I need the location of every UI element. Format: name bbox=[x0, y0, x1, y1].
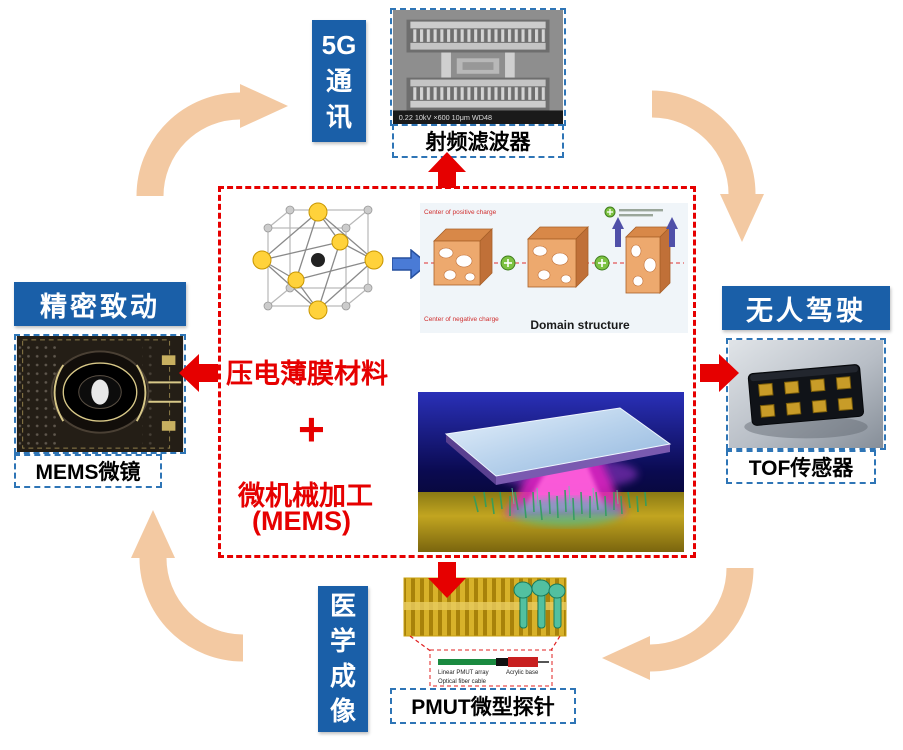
pmut-probe-image: Linear PMUT array Acrylic base Optical f… bbox=[402, 576, 568, 688]
category-medical-line: 成 bbox=[329, 661, 356, 691]
cycle-arrow-bottom-right bbox=[649, 567, 754, 672]
category-5g-line: 讯 bbox=[325, 102, 352, 132]
domain-top-label: Center of positive charge bbox=[424, 209, 497, 216]
cycle-arrowhead-top-left bbox=[240, 84, 288, 128]
material-label: 压电薄膜材料 bbox=[226, 359, 388, 389]
process-label: 微机械加工 bbox=[238, 481, 373, 511]
mems-mirror-label: MEMS微镜 bbox=[14, 454, 162, 488]
mems-mirror-image bbox=[14, 334, 186, 454]
rf-filter-label: 射频滤波器 bbox=[392, 124, 564, 158]
category-medical-line: 像 bbox=[329, 696, 356, 726]
cycle-arrow-top-right bbox=[651, 90, 756, 195]
acrylic-base-label: Acrylic base bbox=[506, 670, 539, 676]
category-5g-line: 5G bbox=[321, 30, 357, 60]
crystal-structure-image bbox=[238, 198, 390, 322]
cycle-arrow-top-left bbox=[136, 92, 241, 197]
cycle-arrowhead-bottom-right bbox=[602, 636, 650, 680]
process-sub-label: (MEMS) bbox=[252, 506, 351, 536]
domain-bottom-label: Center of negative charge bbox=[424, 316, 499, 323]
center-core-box: Center of positive charge Center of nega… bbox=[218, 186, 696, 558]
domain-structure-image: Center of positive charge Center of nega… bbox=[420, 203, 688, 333]
pmut-probe-label: PMUT微型探针 bbox=[390, 688, 576, 724]
category-medical-line: 学 bbox=[329, 626, 356, 656]
fiber-cable-label: Optical fiber cable bbox=[438, 679, 487, 685]
category-5g-box: 5G 通 讯 bbox=[312, 20, 366, 142]
cycle-arrowhead-top-right bbox=[720, 194, 764, 242]
rf-filter-image: 0.22 10kV ×600 10μm WD48 bbox=[390, 8, 566, 126]
category-5g-line: 通 bbox=[325, 66, 352, 96]
plus-sign: + bbox=[298, 403, 325, 455]
cycle-arrow-bottom-left bbox=[139, 557, 244, 662]
category-autonomous-box: 无人驾驶 bbox=[722, 286, 890, 330]
pmut-render-image bbox=[418, 392, 684, 552]
tof-sensor-image bbox=[726, 338, 886, 450]
pmut-array-label: Linear PMUT array bbox=[438, 670, 489, 676]
category-actuation-box: 精密致动 bbox=[14, 282, 186, 326]
domain-caption: Domain structure bbox=[530, 318, 630, 332]
cycle-arrowhead-bottom-left bbox=[131, 510, 175, 558]
blue-right-arrow-icon bbox=[391, 248, 430, 280]
category-medical-box: 医 学 成 像 bbox=[318, 586, 368, 732]
category-medical-line: 医 bbox=[329, 591, 356, 621]
tof-sensor-label: TOF传感器 bbox=[726, 450, 876, 484]
sem-caption: 0.22 10kV ×600 10μm WD48 bbox=[399, 113, 492, 122]
